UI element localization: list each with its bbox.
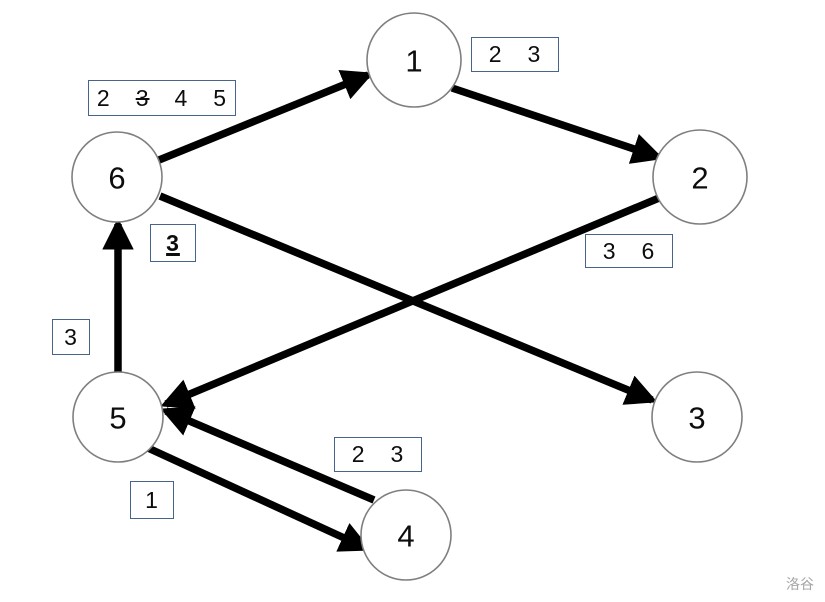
edge-2-to-5 [160,194,661,409]
node-circle-2[interactable] [652,129,748,225]
node-label-2: 2 [691,161,708,196]
edge-label-separator [188,87,213,110]
node-label-5: 5 [109,401,126,436]
edge-label-token: 4 [174,84,189,111]
node-label-1: 1 [405,44,422,79]
edge-6-to-1 [157,70,374,164]
node-2[interactable]: 2 [652,129,748,225]
edge-label-token: 2 [488,41,503,67]
edge-label-separator [150,87,175,110]
edge-label-token: 3 [390,441,405,467]
watermark: 洛谷 [786,577,814,593]
edge-label-separator [366,443,391,466]
node-6[interactable]: 6 [71,131,163,223]
edge-label-box-6-1: 2 3 4 5 [88,80,236,116]
edge-label-token: 3 [166,229,180,256]
edge-label-box-1-2: 2 3 [471,37,559,72]
edge-label-token: 5 [213,84,228,111]
node-label-4: 4 [397,519,414,554]
node-label-3: 3 [688,401,705,436]
edge-label-separator [111,87,136,110]
node-4[interactable]: 4 [360,489,452,581]
node-circle-1[interactable] [366,12,462,108]
node-label-6: 6 [108,161,125,196]
edge-label-token: 3 [602,237,617,264]
edge-label-token: 6 [641,237,656,264]
edge-4-to-5 [160,406,376,504]
edges-group [102,70,664,552]
edge-5-to-4 [146,444,372,552]
edge-label-token: 2 [96,84,111,111]
edge-label-token: 3 [527,41,542,67]
edge-label-box-6-3: 3 [150,224,196,262]
edge-1-to-2 [450,84,664,164]
edge-label-token: 1 [145,486,159,513]
node-1[interactable]: 1 [366,12,462,108]
node-3[interactable]: 3 [651,371,743,463]
edge-label-separator [617,240,642,263]
edge-label-box-5-4: 1 [130,481,174,519]
edge-label-token: 2 [351,441,366,467]
node-5[interactable]: 5 [72,371,164,463]
edge-label-token: 3 [135,84,150,111]
edge-label-box-5-6: 3 [52,319,90,355]
edge-6-to-3 [158,192,658,405]
edge-label-token: 3 [64,323,78,350]
edge-label-separator [503,43,528,66]
node-circle-3[interactable] [651,371,743,463]
node-circle-6[interactable] [71,131,163,223]
node-circle-4[interactable] [360,489,452,581]
node-circle-5[interactable] [72,371,164,463]
edge-label-box-2-5: 3 6 [585,234,673,268]
edge-label-box-4-5: 2 3 [334,437,422,472]
